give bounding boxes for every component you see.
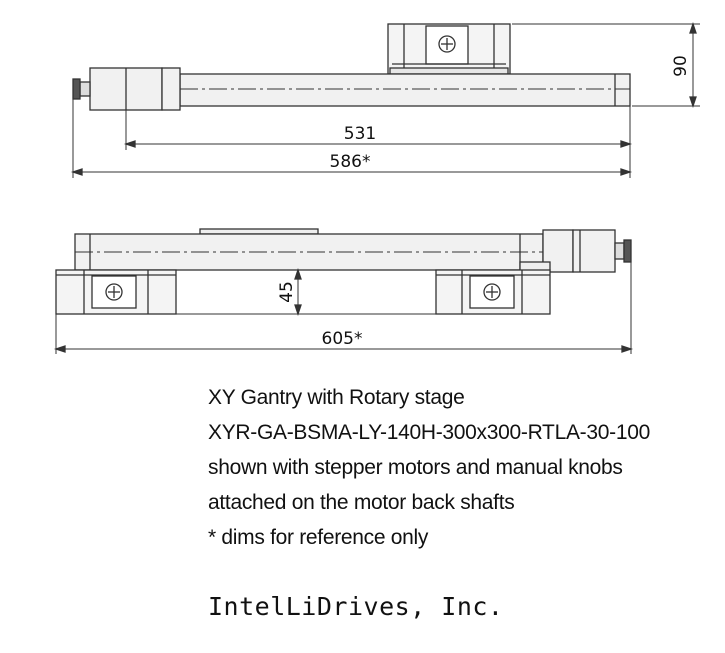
side-rail	[74, 233, 544, 271]
top-rail-length-dimension	[123, 106, 633, 150]
top-height-dimension	[512, 21, 700, 109]
side-total-length-dimension	[53, 262, 634, 354]
dim-label-rail-length: 531	[344, 124, 376, 144]
top-rail	[179, 73, 631, 107]
top-motor	[72, 67, 181, 111]
side-motor	[542, 229, 632, 273]
side-carriage-right	[435, 269, 551, 315]
caption-title: XY Gantry with Rotary stage	[208, 386, 465, 409]
dim-label-side-height: 45	[277, 281, 297, 303]
top-view	[70, 21, 700, 178]
side-height-dimension	[176, 267, 436, 317]
top-carriage	[387, 23, 511, 75]
side-top-plate	[199, 228, 319, 235]
dim-label-top-height: 90	[671, 55, 691, 77]
caption-line-shafts: attached on the motor back shafts	[208, 491, 515, 514]
caption-model-number: XYR-GA-BSMA-LY-140H-300x300-RTLA-30-100	[208, 421, 650, 444]
top-total-length-dimension	[70, 99, 633, 178]
side-view	[53, 228, 634, 354]
caption-block: XY Gantry with Rotary stage XYR-GA-BSMA-…	[208, 380, 650, 555]
caption-line-motors: shown with stepper motors and manual kno…	[208, 456, 623, 479]
side-carriage-left	[55, 269, 177, 315]
company-name: IntelLiDrives, Inc.	[208, 592, 504, 621]
dim-label-side-total-length: 605*	[322, 329, 363, 349]
caption-note: * dims for reference only	[208, 526, 429, 549]
dim-label-top-total-length: 586*	[330, 152, 371, 172]
